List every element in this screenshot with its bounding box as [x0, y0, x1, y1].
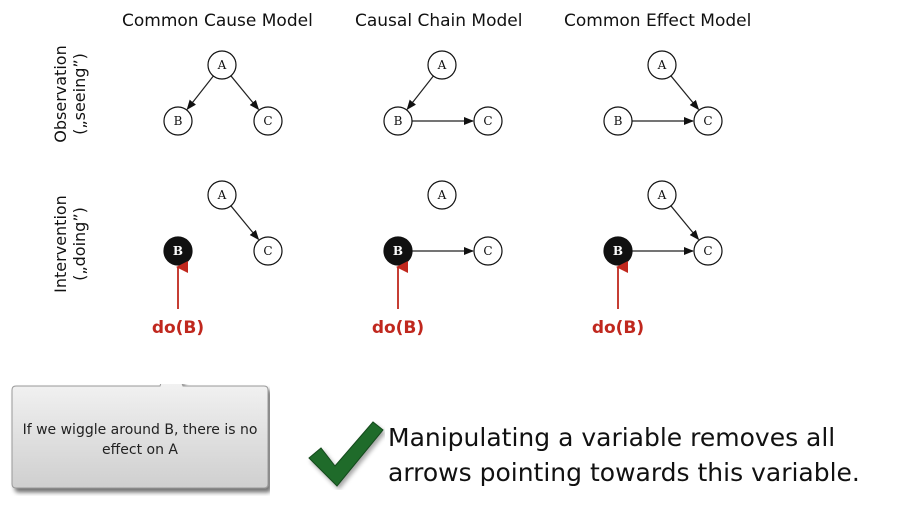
observation-graph-1: A B C [163, 50, 283, 136]
edge-A-B [186, 75, 214, 110]
node-label-C: C [703, 244, 712, 258]
node-C [473, 106, 503, 136]
node-label-A: A [437, 58, 447, 72]
node-label-C: C [263, 114, 272, 128]
node-A [647, 50, 677, 80]
node-B [383, 106, 413, 136]
edge-A-C [230, 75, 260, 111]
node-label-B: B [393, 244, 403, 258]
node-label-B: B [173, 244, 183, 258]
node-C [253, 236, 283, 266]
edge-A-C [230, 205, 260, 241]
node-A [207, 50, 237, 80]
node-label-C: C [703, 114, 712, 128]
node-label-B: B [613, 244, 623, 258]
intervention-graph-1: A B Cdo(B) [152, 180, 283, 338]
node-label-C: C [263, 244, 272, 258]
node-B [603, 106, 633, 136]
check-icon [308, 421, 384, 487]
node-label-B: B [174, 114, 183, 128]
do-label: do(B) [592, 318, 644, 338]
node-C [253, 106, 283, 136]
node-label-A: A [657, 188, 667, 202]
node-A [647, 180, 677, 210]
node-label-A: A [437, 188, 447, 202]
observation-graph-3: A B C [603, 50, 723, 136]
edge-A-C [670, 75, 700, 111]
node-label-A: A [217, 58, 227, 72]
node-A [207, 180, 237, 210]
edge-A-C [670, 205, 700, 241]
summary-line-2: arrows pointing towards this variable. [388, 458, 860, 487]
intervention-graph-3: A B Cdo(B) [592, 180, 723, 338]
callout-bubble [11, 384, 269, 489]
node-label-B: B [394, 114, 403, 128]
node-label-B: B [614, 114, 623, 128]
node-label-C: C [483, 244, 492, 258]
node-label-C: C [483, 114, 492, 128]
do-label: do(B) [372, 318, 424, 338]
do-label: do(B) [152, 318, 204, 338]
column-title-causal-chain: Causal Chain Model [355, 11, 523, 31]
column-title-common-effect: Common Effect Model [564, 11, 752, 31]
node-label-A: A [217, 188, 227, 202]
edge-A-B [406, 75, 434, 110]
observation-graph-2: A B C [383, 50, 503, 136]
callout-text: If we wiggle around B, there is no effec… [22, 422, 258, 458]
node-C [693, 236, 723, 266]
node-A [427, 50, 457, 80]
node-C [693, 106, 723, 136]
summary-line-1: Manipulating a variable removes all [388, 423, 836, 452]
node-B [163, 106, 193, 136]
intervention-graph-2: A B Cdo(B) [372, 180, 503, 338]
summary-text: Manipulating a variable removes all arro… [388, 420, 860, 490]
node-A [427, 180, 457, 210]
node-C [473, 236, 503, 266]
node-label-A: A [657, 58, 667, 72]
column-title-common-cause: Common Cause Model [122, 11, 313, 31]
